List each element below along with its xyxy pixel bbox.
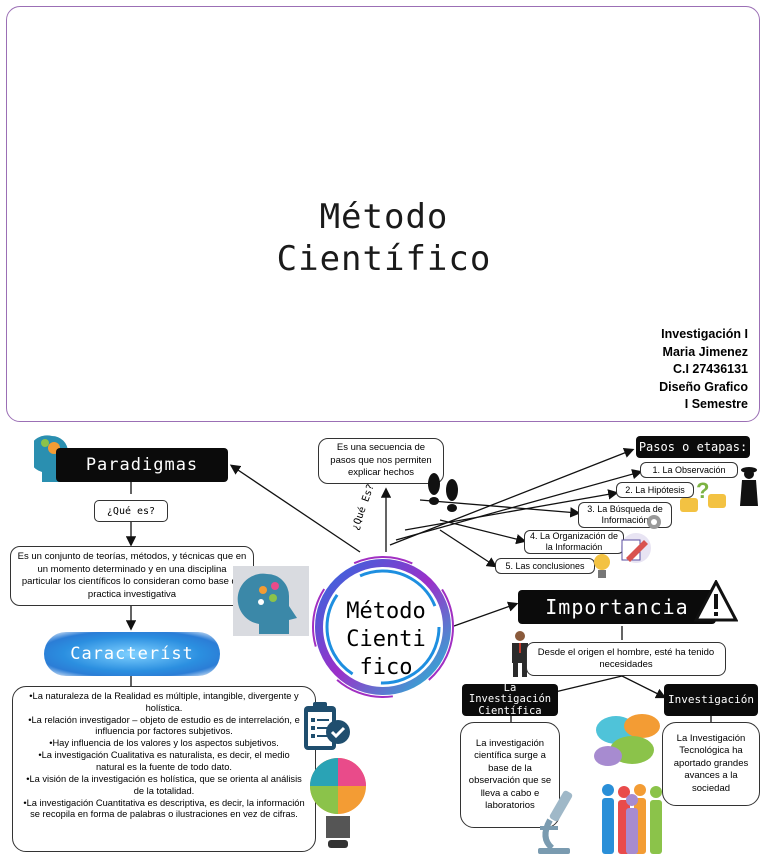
pencil-paper-icon: [616, 528, 652, 566]
caracteristicas-header: Característ: [44, 632, 220, 676]
characteristic-item: •Hay influencia de los valores y los asp…: [23, 738, 305, 750]
characteristics-box: •La naturaleza de la Realidad es múltipl…: [12, 686, 316, 852]
tecnologica-header: Investigación: [664, 684, 758, 716]
center-label-line: fico: [324, 654, 448, 682]
center-label-line: Método: [324, 598, 448, 626]
detective-icon: [738, 464, 760, 508]
microscope-icon: [530, 786, 578, 856]
importancia-intro: Desde el origen el hombre, esté ha tenid…: [526, 642, 726, 676]
characteristic-item: •La investigación Cuantitativa es descri…: [23, 798, 305, 821]
characteristic-item: •La investigación Cualitativa es natural…: [23, 750, 305, 773]
step-item: 4. La Organización de la Información: [524, 530, 624, 554]
lightbulb-puzzle-icon: [308, 754, 368, 854]
svg-text:?: ?: [696, 478, 709, 503]
characteristic-item: •La visión de la investigación es holíst…: [23, 774, 305, 797]
cientifica-header: La Investigación Científica: [462, 684, 558, 716]
clipboard-check-icon: [300, 698, 352, 754]
gear-icon: [644, 512, 664, 532]
center-label-line: Cienti: [324, 626, 448, 654]
speech-bubbles-icon: [592, 710, 664, 776]
tecnologica-text: La Investigación Tecnológica ha aportado…: [662, 722, 760, 806]
importancia-header: Importancia: [518, 590, 716, 624]
footprints-icon: [420, 470, 466, 516]
warning-icon: [694, 580, 738, 624]
people-group-icon: [596, 780, 676, 856]
center-label: Método Cienti fico: [324, 598, 448, 682]
brain-head-image: [233, 566, 309, 636]
paradigmas-question: ¿Qué es?: [94, 500, 168, 522]
bulb-icon: [592, 552, 612, 582]
characteristic-item: •La naturaleza de la Realidad es múltipl…: [23, 691, 305, 714]
thumbs-question-icon: ?: [678, 476, 730, 516]
characteristic-item: •La relación investigador – objeto de es…: [23, 715, 305, 738]
pasos-header: Pasos o etapas:: [636, 436, 750, 458]
paradigmas-definition: Es un conjunto de teorías, métodos, y té…: [10, 546, 254, 606]
paradigmas-header: Paradigmas: [56, 448, 228, 482]
step-item: 5. Las conclusiones: [495, 558, 595, 574]
